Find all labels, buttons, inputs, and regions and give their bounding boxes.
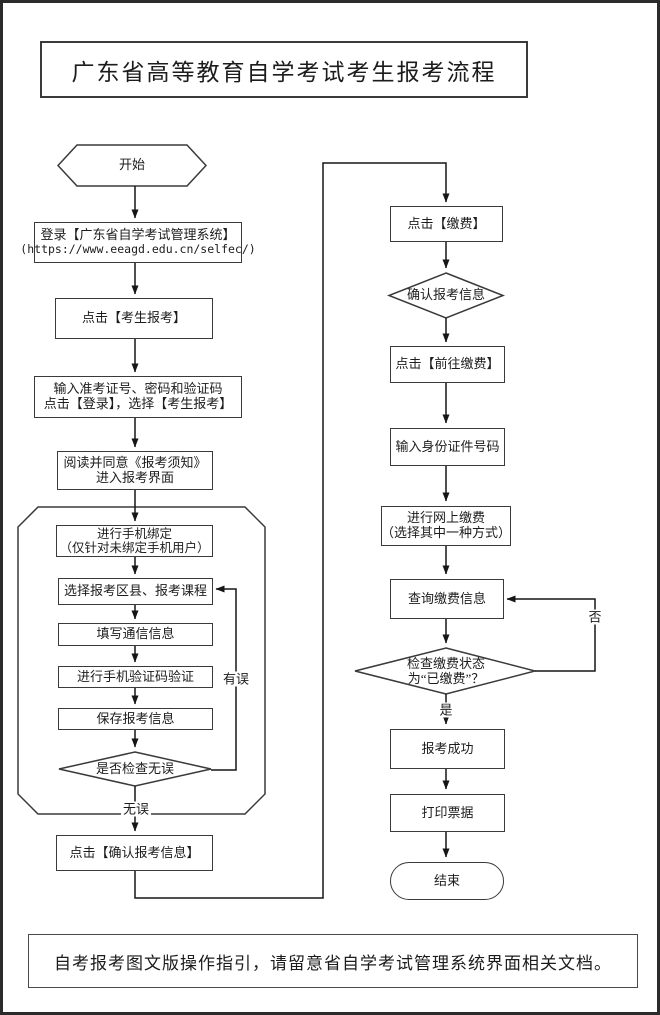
- click-candidate-register-step: 点击【考生报考】: [55, 298, 213, 339]
- page-title: 广东省高等教育自学考试考生报考流程: [40, 41, 528, 98]
- click-pay-step: 点击【缴费】: [390, 206, 503, 242]
- start-node: 开始: [118, 157, 145, 173]
- read-notice-line1: 阅读并同意《报考须知》: [63, 454, 207, 470]
- verify-code-step: 进行手机验证码验证: [58, 666, 213, 688]
- check-correct-decision: 是否检查无误: [95, 761, 174, 777]
- bind-phone-line2: （仅针对未绑定手机用户）: [59, 541, 210, 555]
- loop-container: [17, 506, 266, 815]
- label-yes: 是: [437, 702, 455, 718]
- login-step: 登录【广东省自学考试管理系统】 (https://www.eeagd.edu.c…: [20, 222, 256, 263]
- bind-phone-step: 进行手机绑定 （仅针对未绑定手机用户）: [56, 525, 213, 557]
- online-pay-line2: （选择其中一种方式）: [381, 525, 512, 540]
- login-step-url: (https://www.eeagd.edu.cn/selfec/): [20, 242, 256, 257]
- save-info-step: 保存报考信息: [58, 708, 213, 730]
- go-pay-step: 点击【前往缴费】: [390, 346, 505, 383]
- check-paid-line2: 为“已缴费”？: [407, 670, 485, 686]
- confirm-info-decision: 确认报考信息: [406, 287, 485, 303]
- enter-credentials-line1: 输入准考证号、密码和验证码: [53, 381, 223, 397]
- register-success-step: 报考成功: [390, 729, 505, 769]
- check-paid-decision: 检查缴费状态 为“已缴费”？: [386, 655, 506, 688]
- enter-id-step: 输入身份证件号码: [390, 428, 505, 466]
- enter-credentials-step: 输入准考证号、密码和验证码 点击【登录】，选择【考生报考】: [34, 376, 242, 418]
- online-pay-line1: 进行网上缴费: [406, 510, 485, 526]
- label-no-error: 无误: [120, 801, 152, 817]
- select-courses-step: 选择报考区县、报考课程: [58, 578, 213, 605]
- query-payment-step: 查询缴费信息: [390, 579, 504, 619]
- login-step-line1: 登录【广东省自学考试管理系统】: [40, 227, 236, 243]
- read-notice-line2: 进入报考界面: [95, 469, 174, 485]
- start-hexagon: [56, 144, 208, 187]
- online-pay-step: 进行网上缴费 （选择其中一种方式）: [381, 506, 511, 546]
- confirm-info-step: 点击【确认报考信息】: [56, 835, 213, 871]
- fill-contact-step: 填写通信信息: [58, 623, 213, 646]
- flow-connectors: [17, 144, 596, 899]
- footer-note: 自考报考图文版操作指引，请留意省自学考试管理系统界面相关文档。: [28, 934, 638, 988]
- end-node: 结束: [390, 862, 504, 900]
- read-notice-step: 阅读并同意《报考须知》 进入报考界面: [57, 451, 213, 490]
- label-has-error: 有误: [220, 671, 252, 687]
- bind-phone-line1: 进行手机绑定: [96, 526, 172, 541]
- print-receipt-step: 打印票据: [390, 794, 505, 832]
- enter-credentials-line2: 点击【登录】，选择【考生报考】: [43, 396, 233, 411]
- check-paid-line1: 检查缴费状态: [406, 655, 485, 671]
- label-no: 否: [586, 609, 604, 625]
